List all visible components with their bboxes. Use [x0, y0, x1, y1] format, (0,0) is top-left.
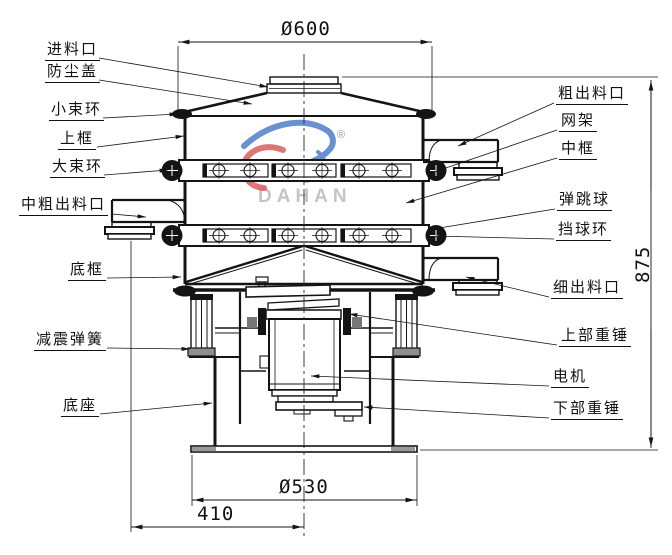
coarse-outlet-pipe [423, 138, 503, 181]
dimension-outlet-offset: 410 [197, 503, 235, 525]
label-coarse-outlet: 粗出料口 [556, 85, 629, 105]
label-dust-cover: 防尘盖 [45, 63, 101, 83]
label-upper-frame: 上框 [58, 130, 97, 150]
label-upper-weight: 上部重锤 [559, 327, 632, 347]
label-small-clamp-ring: 小束环 [49, 101, 105, 121]
label-bouncing-ball: 弹跳球 [557, 191, 613, 211]
dimension-lines [130, 39, 658, 532]
label-fine-outlet: 细出料口 [551, 279, 624, 299]
label-mesh-frame: 网架 [559, 112, 598, 132]
label-feed-inlet: 进料口 [45, 41, 101, 61]
label-motor: 电机 [551, 368, 590, 388]
motor-body [268, 318, 341, 391]
label-large-clamp-ring: 大束环 [50, 158, 106, 178]
label-ball-stop-ring: 挡球环 [556, 221, 612, 241]
sieve-machine [104, 76, 503, 453]
label-bottom-frame: 底框 [68, 261, 107, 281]
leader-lines [96, 57, 558, 419]
clamp-band-lower [161, 224, 447, 247]
dimension-base-diameter: Ø530 [279, 476, 329, 498]
dimension-total-height: 875 [632, 245, 654, 283]
dimension-top-diameter: Ø600 [281, 18, 331, 40]
label-medium-coarse-outlet: 中粗出料口 [19, 196, 109, 216]
frame-walls [183, 116, 425, 284]
watermark-brand-text: DAHAN [258, 186, 352, 207]
motor-bracket [215, 292, 393, 424]
lower-weight-plate [275, 401, 363, 411]
registered-trademark-icon: ® [337, 129, 346, 141]
fine-outlet-pipe [423, 256, 503, 296]
label-base: 底座 [61, 397, 100, 417]
medium-coarse-outlet-pipe [104, 198, 186, 240]
motor-assembly [245, 276, 363, 422]
label-middle-frame: 中框 [559, 140, 598, 160]
label-lower-weight: 下部重锤 [551, 400, 624, 420]
label-damping-spring: 减震弹簧 [34, 331, 107, 351]
small-clamp-ring-right [416, 109, 436, 119]
damping-spring-right [392, 294, 421, 357]
upper-weight-plate [245, 284, 331, 298]
damping-spring-left [187, 294, 216, 357]
